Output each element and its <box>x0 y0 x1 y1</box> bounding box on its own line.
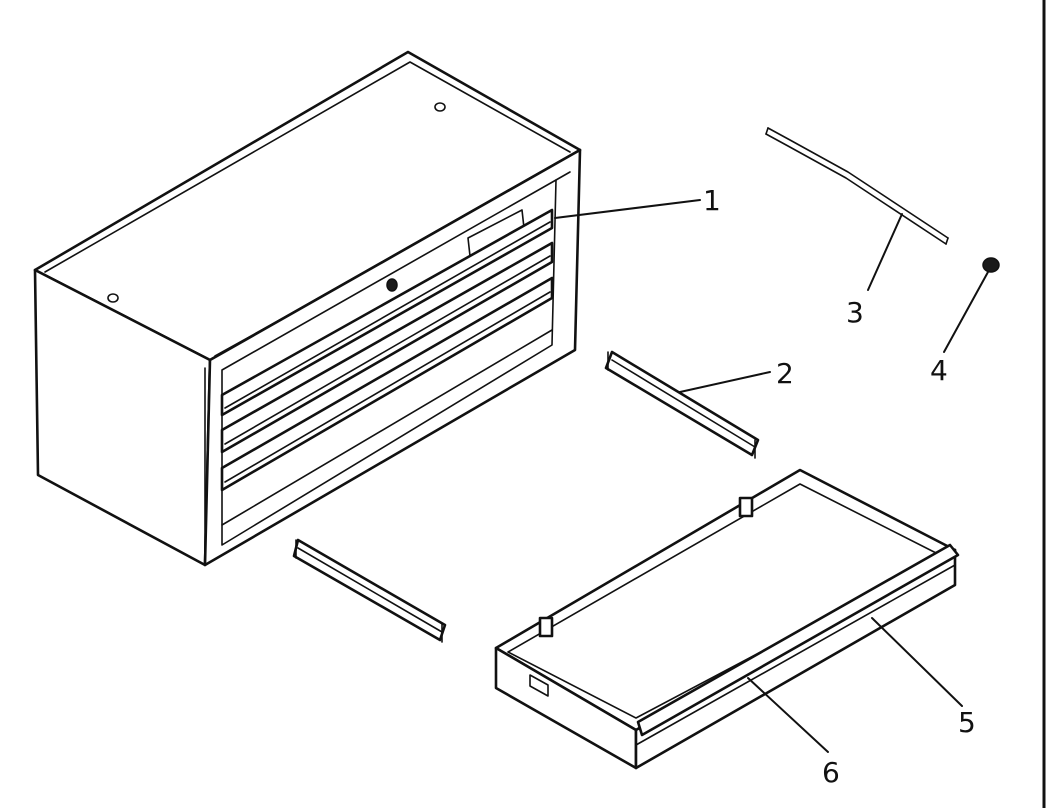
leader-line-3 <box>867 213 903 291</box>
callout-6: 6 <box>822 756 840 789</box>
drawer-bumper-screw <box>982 257 1000 273</box>
drawer-front-3 <box>220 276 554 492</box>
mounting-hole-rear <box>107 293 119 303</box>
leader-line-1 <box>554 199 701 219</box>
callout-3: 3 <box>846 296 864 329</box>
callout-2: 2 <box>776 357 794 390</box>
leader-line-5 <box>871 617 963 707</box>
leader-line-6 <box>747 677 829 753</box>
chest-cabinet <box>33 50 582 567</box>
mounting-hole-front <box>434 102 446 112</box>
callout-5: 5 <box>958 706 976 739</box>
drawer-front-1 <box>220 208 554 417</box>
callout-4: 4 <box>930 354 948 387</box>
drawer-pull <box>636 543 960 737</box>
drawer-liner-strip <box>765 127 949 245</box>
drawer-clip-front <box>538 616 554 638</box>
drawer-assembly <box>494 468 960 770</box>
drawer-slide-right <box>604 350 760 459</box>
leader-line-2 <box>679 371 771 393</box>
drawer-slide-left <box>292 538 447 643</box>
drawer-front-2 <box>220 241 554 454</box>
lock-hole <box>386 278 398 292</box>
callout-1: 1 <box>703 184 721 217</box>
leader-line-4 <box>943 271 989 353</box>
drawer-clip-rear <box>738 496 754 518</box>
